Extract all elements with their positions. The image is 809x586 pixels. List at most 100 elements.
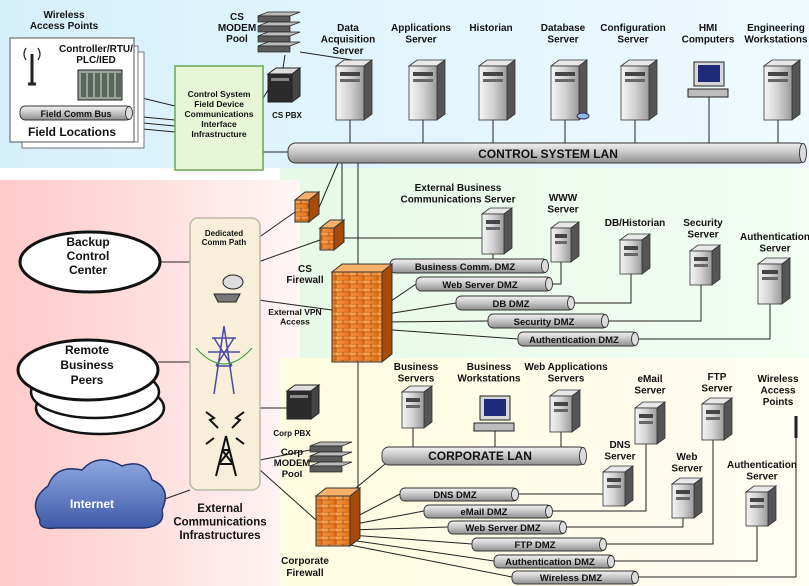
cs-dmz-pipe — [455, 295, 575, 311]
corp-server-label-line: FTP — [708, 372, 727, 383]
corp-server-icon — [700, 397, 734, 441]
electric-pylon-icon — [195, 325, 253, 395]
modem-front — [309, 455, 343, 463]
controller-label-line: PLC/IED — [76, 55, 115, 66]
backup-control-center-label-line: Center — [69, 263, 107, 277]
modem-to-server-line — [299, 51, 353, 61]
dedicated-path-line — [257, 239, 321, 263]
control-server-label-line: Computers — [682, 35, 735, 46]
corp-server-label-line: Web Applications — [524, 362, 608, 373]
corp-server-label-line: Servers — [548, 374, 585, 385]
server-drive-bay — [624, 253, 638, 256]
remote-business-peers-label-line: Business — [60, 358, 114, 372]
server-drive-bay — [607, 478, 621, 482]
server-drive-bay — [406, 405, 420, 408]
corporate-lan-label-line: CORPORATE LAN — [428, 449, 532, 463]
plc-module — [109, 73, 114, 97]
pylon-frame — [208, 325, 240, 395]
pipe-end — [607, 555, 615, 568]
server-drive-bay — [694, 257, 708, 261]
control-server-label-line: Data — [337, 23, 359, 34]
server-drive-bay — [625, 79, 645, 82]
wireless-ap-label-line: Wireless — [43, 10, 84, 21]
modem-front — [309, 465, 343, 473]
corp-firewall-to-dmz-line — [349, 534, 473, 545]
dmz-server-label-line: Server — [687, 230, 718, 241]
pbx-slot — [271, 78, 289, 81]
corp-server-to-dmz-line — [566, 518, 684, 528]
connection-lines — [131, 51, 797, 578]
server-side — [624, 465, 634, 507]
corp-dmz-pipe — [493, 554, 615, 569]
firewall-to-dmz-line — [381, 328, 519, 340]
server-drive-bay — [406, 398, 420, 402]
server-drive-bay — [639, 421, 653, 424]
corp-server-to-dmz-line — [638, 438, 797, 578]
server-to-dmz-line — [608, 285, 702, 322]
field-locations-title-line: Field Locations — [28, 125, 116, 139]
pipe-end — [559, 521, 567, 534]
server-front — [745, 491, 769, 527]
corp-server-to-dmz-line — [552, 444, 647, 512]
corp-firewall-to-dmz-line — [349, 526, 449, 531]
external-comm-label-line: Infrastructures — [179, 530, 260, 542]
server-front — [550, 227, 572, 263]
corp-modem-pool-label-line: Pool — [282, 469, 303, 480]
satellite-dish-icon — [213, 274, 244, 303]
server-drive-bay — [486, 227, 500, 230]
corp-server-to-dmz-line — [606, 440, 714, 545]
cs-dmz-pipe — [415, 276, 553, 292]
server-drive-bay — [762, 270, 778, 274]
server-side — [723, 397, 733, 441]
field-comm-bus-pipe — [19, 105, 133, 121]
pipe-end — [631, 332, 639, 346]
plc-rack-icon — [77, 69, 123, 101]
cs-modem-pool-label-line: MODEM — [218, 23, 256, 34]
external-comm-server-icon — [480, 207, 514, 255]
server-to-dmz-line — [638, 304, 771, 340]
server-drive-bay — [554, 409, 568, 412]
server-drive-bay — [554, 402, 568, 406]
server-side — [570, 221, 580, 263]
backup-control-center-label-line: Backup — [66, 235, 109, 249]
dmz-server-label-line: Server — [547, 205, 578, 216]
server-front — [671, 483, 695, 519]
dmz-server-label-line: DB/Historian — [605, 218, 666, 229]
cs-firewall-label-line: Firewall — [286, 275, 323, 286]
firewall-top — [330, 263, 394, 273]
field-interface-label-line: Control System — [188, 89, 251, 99]
server-drive-bay — [625, 72, 645, 76]
server-drive-bay — [676, 490, 690, 494]
cs-dmz-pipe-label-line: DB DMZ — [493, 299, 530, 310]
internet-to-comm-line — [161, 489, 191, 501]
www-server-icon — [549, 221, 581, 263]
cs-modem-pool-label-line: Pool — [226, 34, 248, 45]
small-firewall-icon — [318, 218, 346, 252]
cloud-shape — [34, 459, 167, 530]
corp-dmz-pipe-label-line: eMail DMZ — [461, 507, 508, 518]
corporate-firewall-icon — [314, 486, 362, 548]
cs-pbx-label-line: CS PBX — [272, 111, 302, 120]
firewall-side — [349, 486, 361, 548]
server-drive-bay — [750, 498, 764, 502]
corp-dmz-pipe-label-line: Web Server DMZ — [465, 523, 541, 534]
firewall-front — [331, 271, 383, 363]
corp-firewall-to-dmz-line — [349, 510, 425, 526]
control-server-icon — [334, 59, 374, 121]
corp-dmz-server-label-line: Server — [746, 472, 777, 483]
internet-cloud-icon — [34, 459, 167, 530]
control-server-label-line: Server — [547, 35, 578, 46]
hmi-computer-icon — [687, 61, 729, 98]
dedicated-comm-path-label-line: Comm Path — [202, 238, 247, 247]
radio-tower-icon — [215, 435, 237, 477]
remote-peer-ellipse — [16, 338, 160, 402]
corp-dmz-pipe-label-line: FTP DMZ — [515, 540, 556, 551]
server-drive-bay — [768, 72, 788, 76]
cs-dmz-pipe-label-line: Business Comm. DMZ — [415, 262, 515, 273]
corp-dmz-server-label-line: Web — [677, 452, 698, 463]
control-server-label-line: Configuration — [600, 23, 666, 34]
server-drive-bay — [486, 220, 500, 224]
cs-dmz-pipe-label-line: Web Server DMZ — [442, 280, 518, 291]
control-server-icon — [549, 59, 590, 121]
modem-front — [309, 445, 343, 453]
